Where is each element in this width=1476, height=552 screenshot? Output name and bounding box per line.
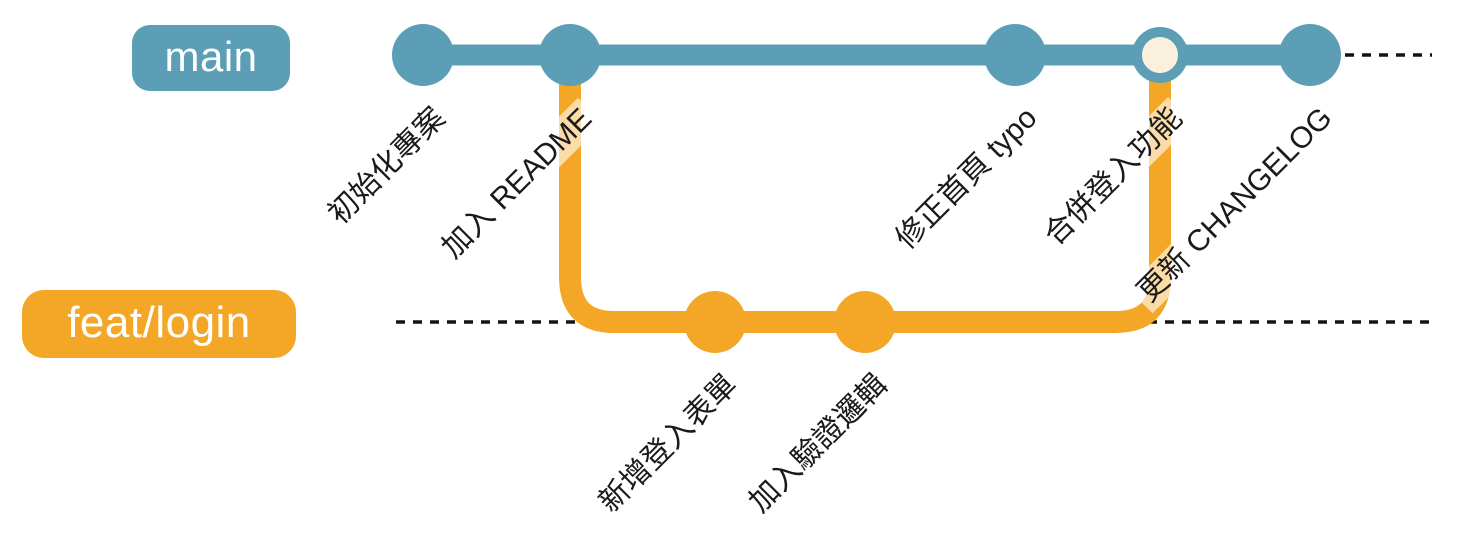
commit-dot-validation-logic xyxy=(834,291,896,353)
branch-badge-main: main xyxy=(132,25,290,91)
commit-dot-fix-typo xyxy=(984,24,1046,86)
commit-dot-login-form xyxy=(684,291,746,353)
commit-dot-update-changelog xyxy=(1279,24,1341,86)
feat-branch-path xyxy=(559,58,1171,333)
commit-dot-add-readme xyxy=(539,24,601,86)
commit-dot-init-project xyxy=(392,24,454,86)
merge-commit-ring xyxy=(1132,27,1188,83)
branch-badge-feat-login: feat/login xyxy=(22,290,296,358)
